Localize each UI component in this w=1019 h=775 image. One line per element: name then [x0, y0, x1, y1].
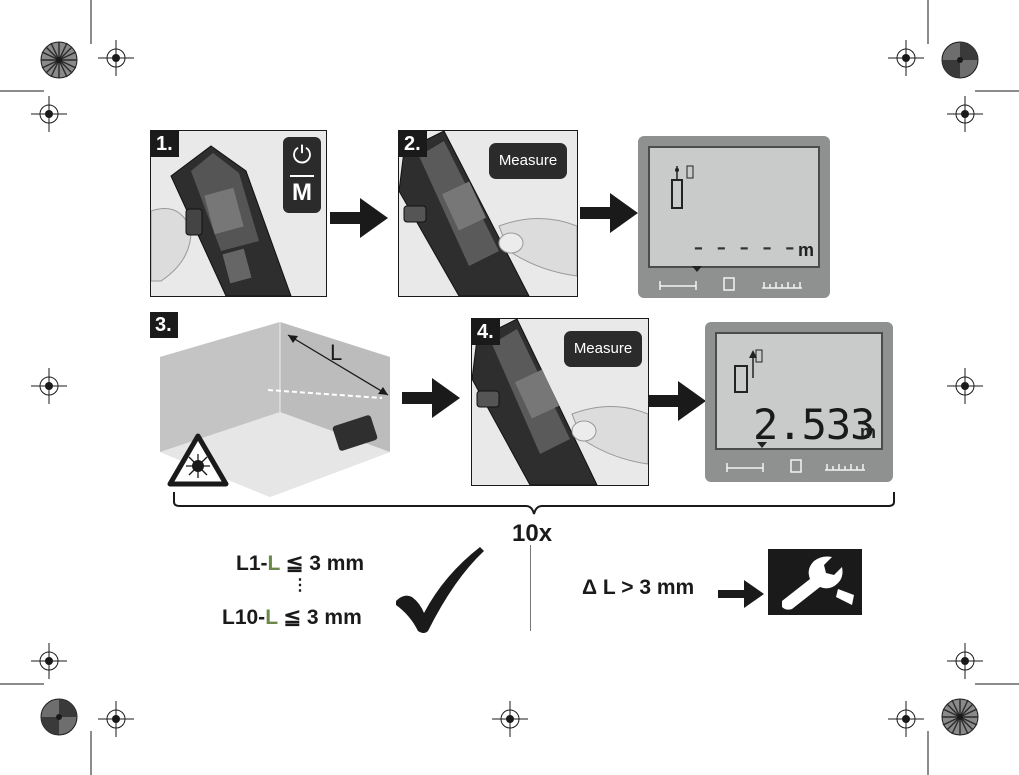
arrow-right-icon — [330, 195, 390, 241]
deviation-rel: > 3 mm — [621, 576, 694, 599]
reference-l: L — [268, 552, 280, 575]
step-number: 4. — [472, 319, 500, 345]
color-wheel-mark-icon — [39, 40, 79, 80]
mode-label: M — [283, 179, 321, 207]
divider — [290, 175, 314, 177]
room-illustration — [150, 312, 400, 502]
color-wheel-mark-icon — [940, 40, 980, 80]
unit-label: m — [798, 240, 814, 261]
deviation-label: Δ L — [582, 576, 615, 599]
registration-mark-icon — [98, 701, 134, 737]
distance-label: L — [330, 340, 342, 366]
wrench-icon — [768, 549, 862, 615]
display-footer-icons — [652, 274, 822, 294]
display-before: ----- m — [638, 136, 830, 298]
registration-mark-icon — [947, 368, 983, 404]
step-3-panel: 3. L — [150, 312, 400, 502]
reference-indicator-icon — [692, 266, 702, 272]
tolerance-last: L10-L ≦ 3 mm — [222, 605, 362, 630]
checkmark-icon — [394, 545, 488, 635]
measure-button: Measure — [489, 143, 567, 179]
color-wheel-mark-icon — [39, 697, 79, 737]
display-screen: ----- m — [648, 146, 820, 268]
repeat-brace — [170, 488, 898, 518]
color-wheel-mark-icon — [940, 697, 980, 737]
measurement-value: 2.533 — [753, 400, 874, 449]
deviation-text: Δ L > 3 mm — [582, 576, 694, 600]
tolerance-last-prefix: L10- — [222, 606, 265, 629]
tolerance-last-rel: ≦ 3 mm — [283, 606, 361, 629]
arrow-right-icon — [718, 580, 766, 608]
step-number: 2. — [399, 131, 427, 157]
divider — [530, 545, 531, 631]
registration-mark-icon — [98, 40, 134, 76]
device-mode-icon — [733, 348, 763, 400]
power-mode-button: ⏻ M — [283, 137, 321, 213]
arrow-right-icon — [580, 190, 640, 236]
device-mode-icon — [670, 164, 696, 216]
registration-mark-icon — [31, 96, 67, 132]
tolerance-first-rel: ≦ 3 mm — [286, 552, 364, 575]
step-4-panel: 4. Measure — [471, 318, 649, 486]
step-2-panel: 2. Measure — [398, 130, 578, 297]
registration-mark-icon — [31, 643, 67, 679]
display-footer-icons — [719, 456, 889, 476]
display-after: 2.533 m — [705, 322, 893, 482]
unit-label: m — [860, 422, 876, 443]
arrow-right-icon — [648, 378, 708, 424]
measure-button: Measure — [564, 331, 642, 367]
measurement-value: ----- — [690, 230, 804, 263]
repeat-count: 10x — [512, 520, 552, 548]
power-icon: ⏻ — [283, 141, 321, 169]
registration-mark-icon — [31, 368, 67, 404]
registration-mark-icon — [888, 701, 924, 737]
registration-mark-icon — [947, 96, 983, 132]
reference-l: L — [265, 606, 277, 629]
tolerance-dots: ⋮ — [292, 578, 308, 594]
reference-indicator-icon — [757, 442, 767, 448]
arrow-right-icon — [402, 375, 462, 421]
registration-mark-icon — [492, 701, 528, 737]
tolerance-first: L1-L ≦ 3 mm — [236, 551, 364, 576]
step-1-panel: 1. ⏻ M — [150, 130, 327, 297]
display-screen: 2.533 m — [715, 332, 883, 450]
registration-mark-icon — [888, 40, 924, 76]
tolerance-first-prefix: L1- — [236, 552, 268, 575]
registration-mark-icon — [947, 643, 983, 679]
step-number: 1. — [151, 131, 179, 157]
step-number: 3. — [150, 312, 178, 338]
